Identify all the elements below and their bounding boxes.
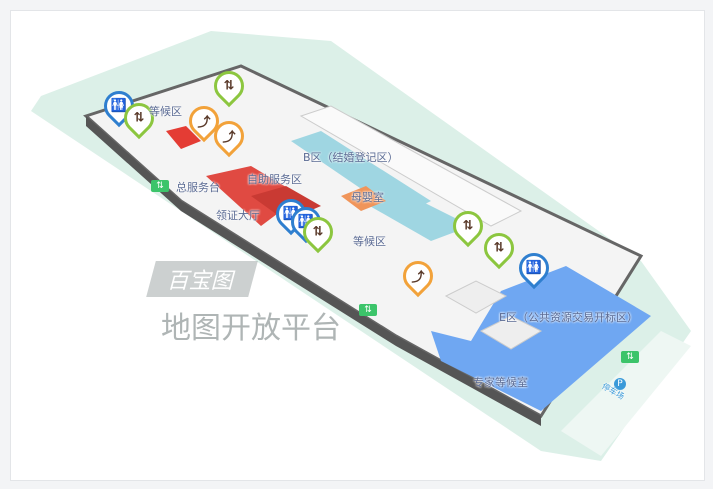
- parking-area: [561, 331, 691, 456]
- room-zone-b-2[interactable]: [361, 191, 471, 241]
- area-label[interactable]: 母婴室: [351, 191, 384, 204]
- entrance-gate-icon: ⇅: [359, 304, 377, 316]
- area-label[interactable]: 等候区: [149, 105, 182, 118]
- watermark-platform: 地图开放平台: [161, 311, 341, 346]
- room-mother-baby[interactable]: [341, 186, 386, 211]
- room-block-1: [444, 280, 508, 314]
- entrance-gate-icon: ⇅: [151, 180, 169, 192]
- room-red-sign: [166, 126, 201, 149]
- room-block-2: [479, 315, 543, 350]
- area-label[interactable]: 总服务台: [176, 181, 220, 194]
- area-label[interactable]: 自助服务区: [247, 173, 302, 186]
- area-label[interactable]: 领证大厅: [216, 209, 260, 222]
- area-label[interactable]: 等候区: [353, 235, 386, 248]
- building-wall-front: [86, 116, 541, 426]
- watermark-brand: 百宝图: [146, 261, 258, 297]
- room-grid-north: [299, 105, 523, 227]
- area-label[interactable]: B区（结婚登记区）: [303, 151, 399, 164]
- room-zone-e[interactable]: [431, 266, 651, 411]
- area-label[interactable]: 专家等候室: [473, 376, 528, 389]
- map-canvas[interactable]: 百宝图 地图开放平台 等候区 总服务台 自助服务区 B区（结婚登记区） 母婴室 …: [10, 10, 705, 481]
- entrance-gate-icon: ⇅: [621, 351, 639, 363]
- area-label[interactable]: E区（公共资源交易开标区）: [499, 311, 638, 324]
- parking-icon: P: [614, 378, 626, 390]
